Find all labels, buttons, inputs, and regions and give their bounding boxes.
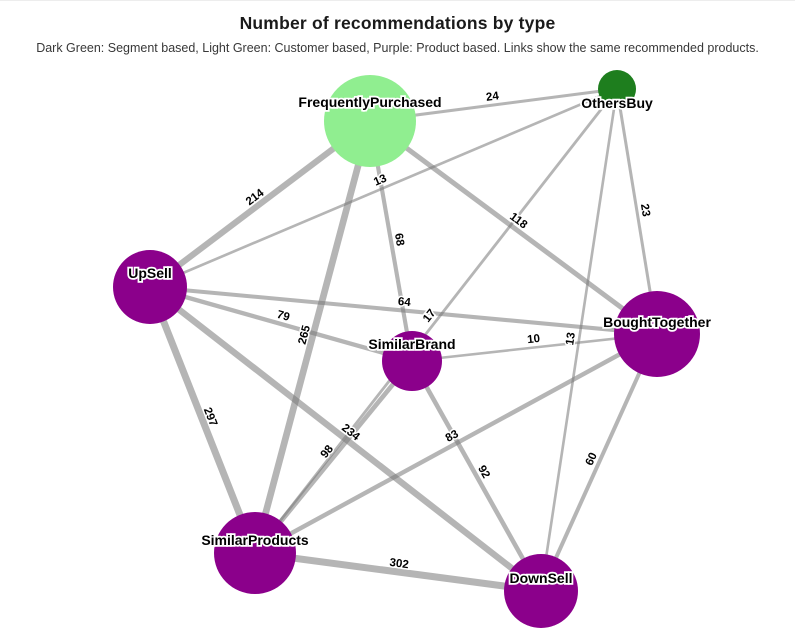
edge-label-FrequentlyPurchased-BoughtTogether: 118 <box>507 211 530 232</box>
edge-label-FrequentlyPurchased-SimilarBrand: 68 <box>392 232 406 247</box>
edge-label-FrequentlyPurchased-OthersBuy: 24 <box>485 90 500 104</box>
edge-label-SimilarProducts-DownSell: 302 <box>389 557 410 571</box>
node-BoughtTogether[interactable] <box>614 291 700 377</box>
node-label-SimilarProducts: SimilarProducts <box>201 532 309 548</box>
edge-label-UpSell-BoughtTogether: 64 <box>397 296 411 309</box>
node-OthersBuy[interactable] <box>598 70 636 108</box>
edge-UpSell-BoughtTogether[interactable] <box>149 284 658 337</box>
edge-SimilarProducts-DownSell[interactable] <box>254 549 542 595</box>
edge-UpSell-SimilarProducts[interactable] <box>146 285 259 555</box>
edge-label-SimilarBrand-BoughtTogether: 10 <box>527 333 541 346</box>
edge-SimilarBrand-SimilarProducts[interactable] <box>253 359 414 555</box>
nodes-layer <box>113 70 700 628</box>
node-label-FrequentlyPurchased: FrequentlyPurchased <box>298 94 441 110</box>
node-label-UpSell: UpSell <box>128 265 172 281</box>
node-DownSell[interactable] <box>504 554 578 628</box>
edge-OthersBuy-DownSell[interactable] <box>539 88 619 592</box>
node-label-OthersBuy: OthersBuy <box>581 95 653 111</box>
node-UpSell[interactable] <box>113 250 187 324</box>
node-label-SimilarBrand: SimilarBrand <box>368 336 455 352</box>
edge-FrequentlyPurchased-SimilarProducts[interactable] <box>251 120 374 554</box>
edge-UpSell-SimilarBrand[interactable] <box>149 284 413 364</box>
node-SimilarBrand[interactable] <box>382 331 442 391</box>
edge-FrequentlyPurchased-BoughtTogether[interactable] <box>368 119 659 336</box>
node-SimilarProducts[interactable] <box>214 512 296 594</box>
edge-OthersBuy-UpSell[interactable] <box>149 87 618 289</box>
edge-BoughtTogether-DownSell[interactable] <box>539 333 659 592</box>
node-label-DownSell: DownSell <box>509 570 572 586</box>
edge-label-OthersBuy-BoughtTogether: 23 <box>638 203 652 218</box>
edge-SimilarBrand-DownSell[interactable] <box>410 359 543 593</box>
edge-BoughtTogether-SimilarProducts[interactable] <box>253 332 659 555</box>
node-label-BoughtTogether: BoughtTogether <box>603 314 711 330</box>
node-FrequentlyPurchased[interactable] <box>324 75 416 167</box>
edge-label-UpSell-SimilarBrand: 79 <box>275 309 291 324</box>
node-labels-layer: FrequentlyPurchased OthersBuyUpSellSimila… <box>126 92 713 588</box>
edge-label-OthersBuy-DownSell: 13 <box>564 332 578 346</box>
